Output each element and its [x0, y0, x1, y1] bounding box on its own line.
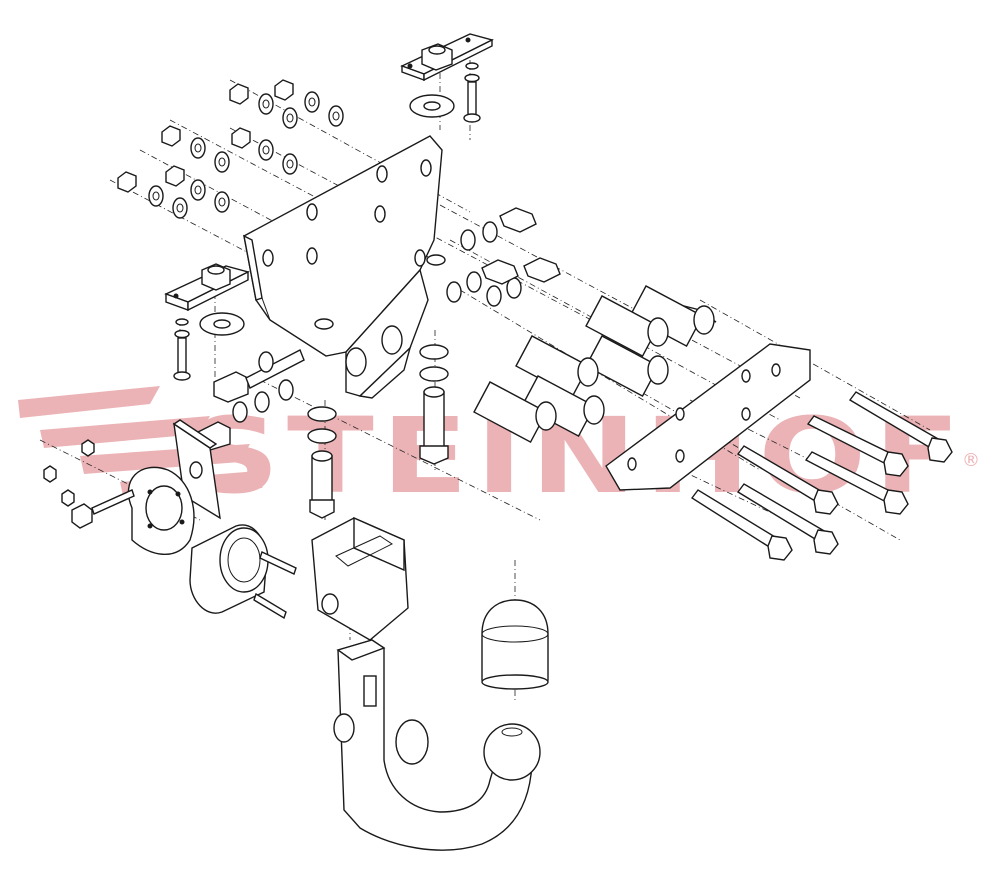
- long-bolt-2: [806, 415, 909, 477]
- side-bolts-group: [446, 207, 561, 307]
- top-bracket-washer: [409, 94, 455, 118]
- watermark-registered-mark: ®: [962, 450, 980, 471]
- center-receiver-bracket: [345, 268, 429, 399]
- long-bolt-3: [804, 451, 909, 515]
- nut-washer-row-3: [117, 165, 230, 219]
- detachable-tow-neck: [333, 639, 533, 851]
- long-bolt-1: [848, 391, 953, 463]
- nut-washer-row-2: [161, 125, 298, 175]
- long-bolts: [690, 391, 953, 561]
- spacer-tube-4: [515, 335, 599, 398]
- top-bracket-bolt: [463, 62, 481, 123]
- vertical-sleeve-center: [419, 344, 449, 465]
- spacer-tube-2: [585, 295, 669, 358]
- towbar-receiver-housing: [311, 516, 409, 641]
- top-mounting-bracket: [400, 33, 494, 82]
- left-mounting-bracket: [164, 263, 250, 312]
- backing-plate: [605, 343, 811, 491]
- nut-washer-row-1: [229, 79, 344, 129]
- left-bracket-washer: [199, 312, 245, 336]
- socket-bolts: [43, 439, 297, 620]
- socket-gasket-ring: [127, 466, 195, 556]
- left-bracket-bolt: [173, 318, 191, 381]
- long-bolt-5: [736, 483, 839, 555]
- long-bolt-4: [736, 445, 839, 515]
- spacer-tube-6: [473, 381, 557, 444]
- vertical-sleeve-left: [307, 406, 337, 519]
- long-bolt-6: [690, 489, 793, 561]
- spacer-tube-3: [585, 335, 669, 398]
- spacer-tube-1: [629, 285, 717, 348]
- tow-ball-cover: [481, 599, 549, 690]
- spacer-tubes: [473, 285, 717, 444]
- left-cross-bolts: [197, 349, 305, 451]
- tow-ball: [483, 723, 541, 781]
